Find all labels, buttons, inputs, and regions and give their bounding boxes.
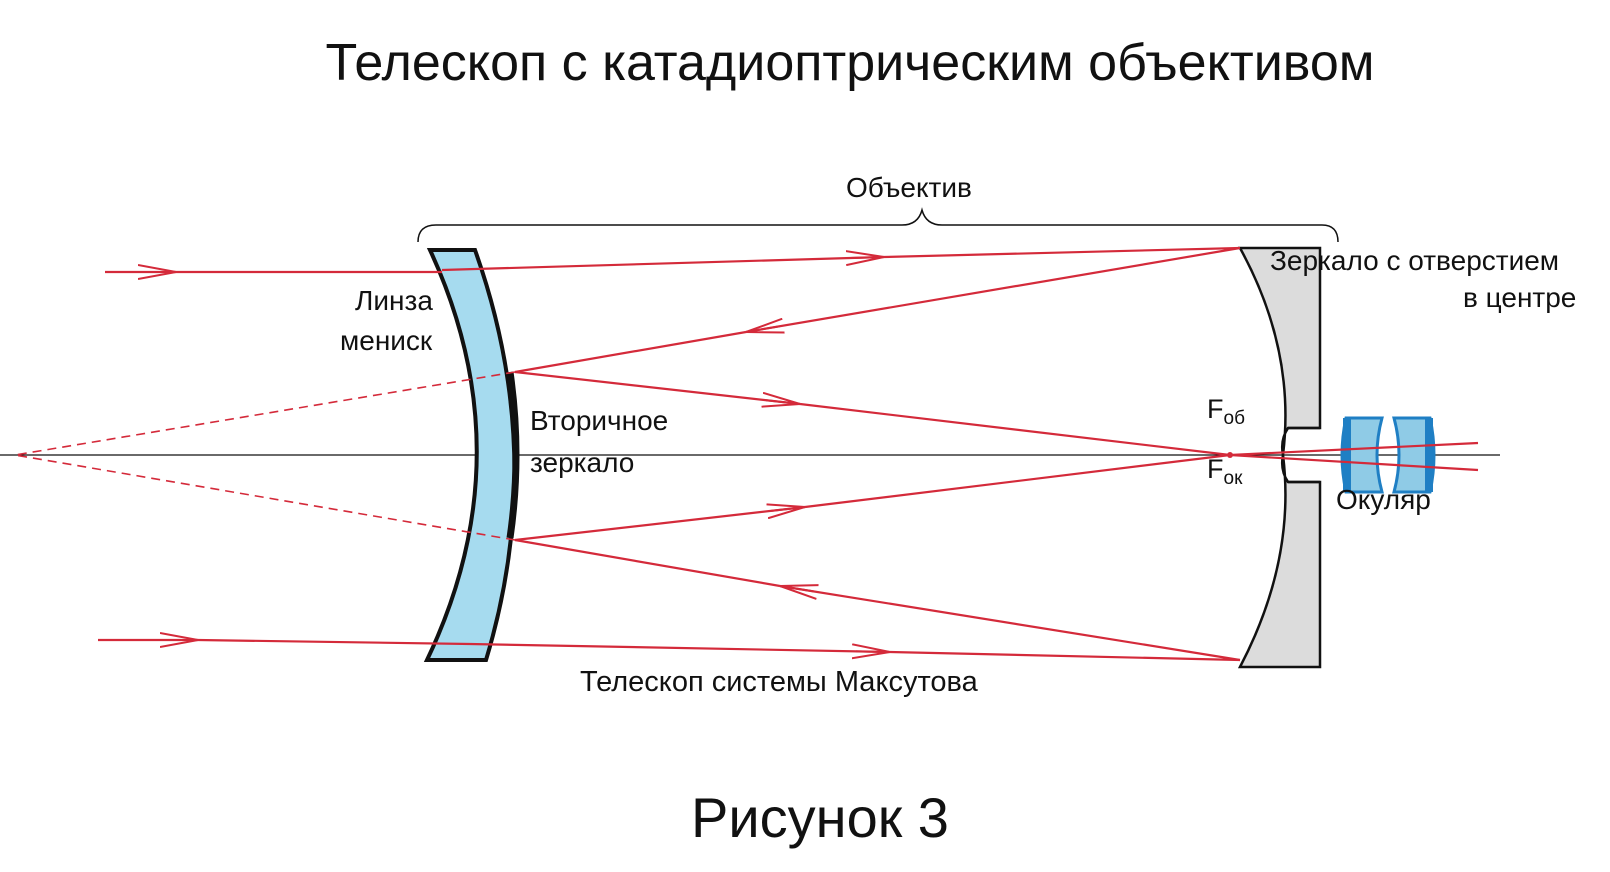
ray-mirror-to-secondary-upper bbox=[514, 330, 747, 374]
focus-eyepiece-subscript: ок bbox=[1223, 468, 1243, 489]
meniscus-lens bbox=[423, 248, 517, 662]
primary-mirror bbox=[1237, 246, 1322, 669]
focus-eyepiece-label: Fок bbox=[1207, 454, 1242, 490]
lens-label-line2: мениск bbox=[340, 325, 433, 356]
virtual-ray-lower bbox=[14, 454, 516, 541]
primary-mirror-label-line1: Зеркало с отверстием bbox=[1270, 245, 1560, 276]
ray-focus-to-eyepiece-upper bbox=[1229, 453, 1479, 472]
ray-secondary-to-focus-upper bbox=[514, 370, 800, 404]
focus-objective-letter: F bbox=[1207, 394, 1224, 424]
ray-secondary-to-focus-lower bbox=[804, 453, 1231, 509]
ray-secondary-to-focus-upper bbox=[799, 402, 1231, 457]
secondary-mirror-label-line1: Вторичное bbox=[530, 405, 669, 436]
virtual-ray-upper bbox=[14, 371, 516, 456]
ray-lower-to-mirror bbox=[889, 650, 1241, 662]
figure-number: Рисунок 3 bbox=[691, 786, 949, 849]
focus-eyepiece-letter: F bbox=[1207, 454, 1224, 484]
ray-mirror-to-secondary-lower bbox=[780, 586, 1241, 662]
lens-label-line1: Линза bbox=[355, 285, 433, 316]
focal-point bbox=[1227, 452, 1233, 458]
ray-lower-to-mirror bbox=[469, 642, 890, 652]
eyepiece-lens-1 bbox=[1340, 416, 1384, 494]
eyepiece-label: Окуляр bbox=[1336, 484, 1431, 515]
ray-incoming-lower bbox=[197, 638, 471, 646]
primary-mirror-label-line2: в центре bbox=[1463, 282, 1577, 313]
focus-objective-subscript: об bbox=[1223, 408, 1245, 429]
ray-mirror-to-secondary-lower bbox=[514, 538, 781, 588]
secondary-mirror bbox=[506, 371, 520, 539]
ray-upper-to-mirror bbox=[441, 257, 884, 272]
diagram-caption: Телескоп системы Максутова bbox=[580, 666, 978, 698]
focus-objective-label: Fоб bbox=[1207, 394, 1245, 430]
eyepiece-lens-1-edge bbox=[1343, 418, 1351, 492]
ray-secondary-to-focus-lower bbox=[514, 507, 805, 542]
secondary-mirror-label-line2: зеркало bbox=[530, 447, 635, 478]
eyepiece bbox=[1340, 416, 1436, 494]
ray-mirror-to-secondary-upper bbox=[746, 246, 1241, 332]
ray-focus-to-eyepiece-lower bbox=[1229, 441, 1479, 457]
ray-upper-to-mirror bbox=[883, 246, 1241, 259]
eyepiece-lens-2-edge bbox=[1425, 418, 1433, 492]
objective-brace bbox=[417, 207, 1339, 243]
diagram-title: Телескоп с катадиоптрическим объективом bbox=[325, 34, 1375, 92]
objective-label: Объектив bbox=[846, 172, 972, 203]
